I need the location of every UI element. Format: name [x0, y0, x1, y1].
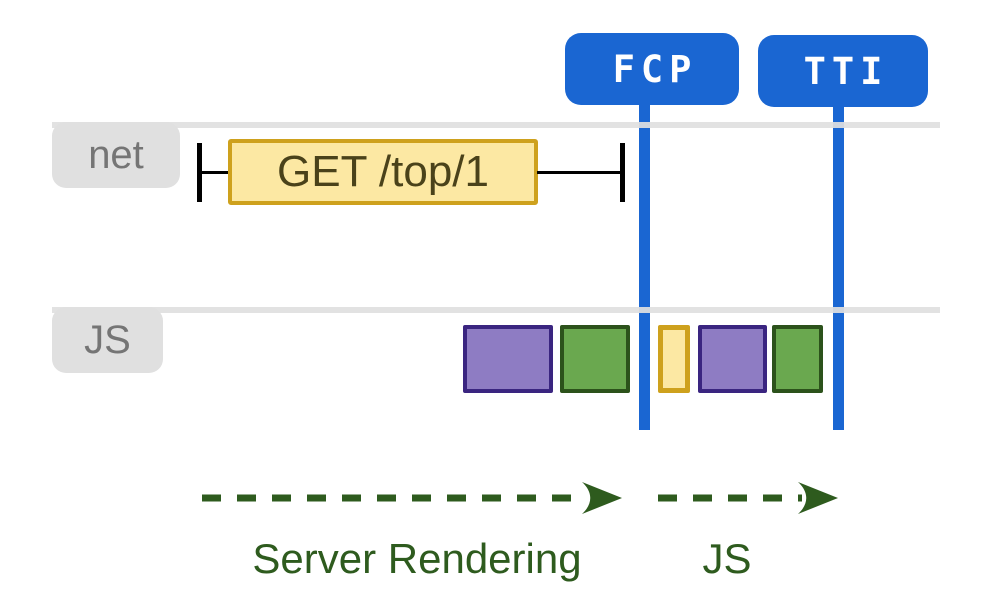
request-end-bracket [620, 143, 625, 202]
fcp-badge: FCP [565, 33, 739, 105]
tti-marker-line [833, 98, 844, 430]
js-track-line [52, 307, 940, 313]
net-track-label: net [52, 122, 180, 188]
request-start-bracket [197, 143, 202, 202]
get-request-box: GET /top/1 [228, 139, 538, 205]
js-task-blocks [0, 325, 994, 393]
request-start-connector [201, 171, 228, 174]
fcp-badge-text: FCP [612, 47, 698, 91]
js-task-green-2 [772, 325, 823, 393]
js-track-label: JS [52, 307, 163, 373]
js-task-purple-1 [463, 325, 553, 393]
net-track-label-text: net [88, 133, 144, 177]
js-task-green-1 [560, 325, 630, 393]
net-track-line [52, 122, 940, 128]
server-rendering-arrow [202, 482, 622, 514]
js-task-purple-2 [698, 325, 767, 393]
js-track-label-text: JS [84, 318, 131, 362]
tti-badge-text: TTI [803, 49, 889, 93]
js-phase-arrow [658, 482, 838, 514]
get-request-label: GET /top/1 [277, 147, 489, 196]
tti-badge: TTI [758, 35, 928, 107]
request-end-connector [537, 171, 621, 174]
server-rendering-phase-label: Server Rendering [252, 535, 582, 582]
js-phase-label: JS [702, 535, 752, 582]
js-task-yellow-1 [658, 325, 690, 393]
fcp-marker-line [639, 96, 650, 430]
